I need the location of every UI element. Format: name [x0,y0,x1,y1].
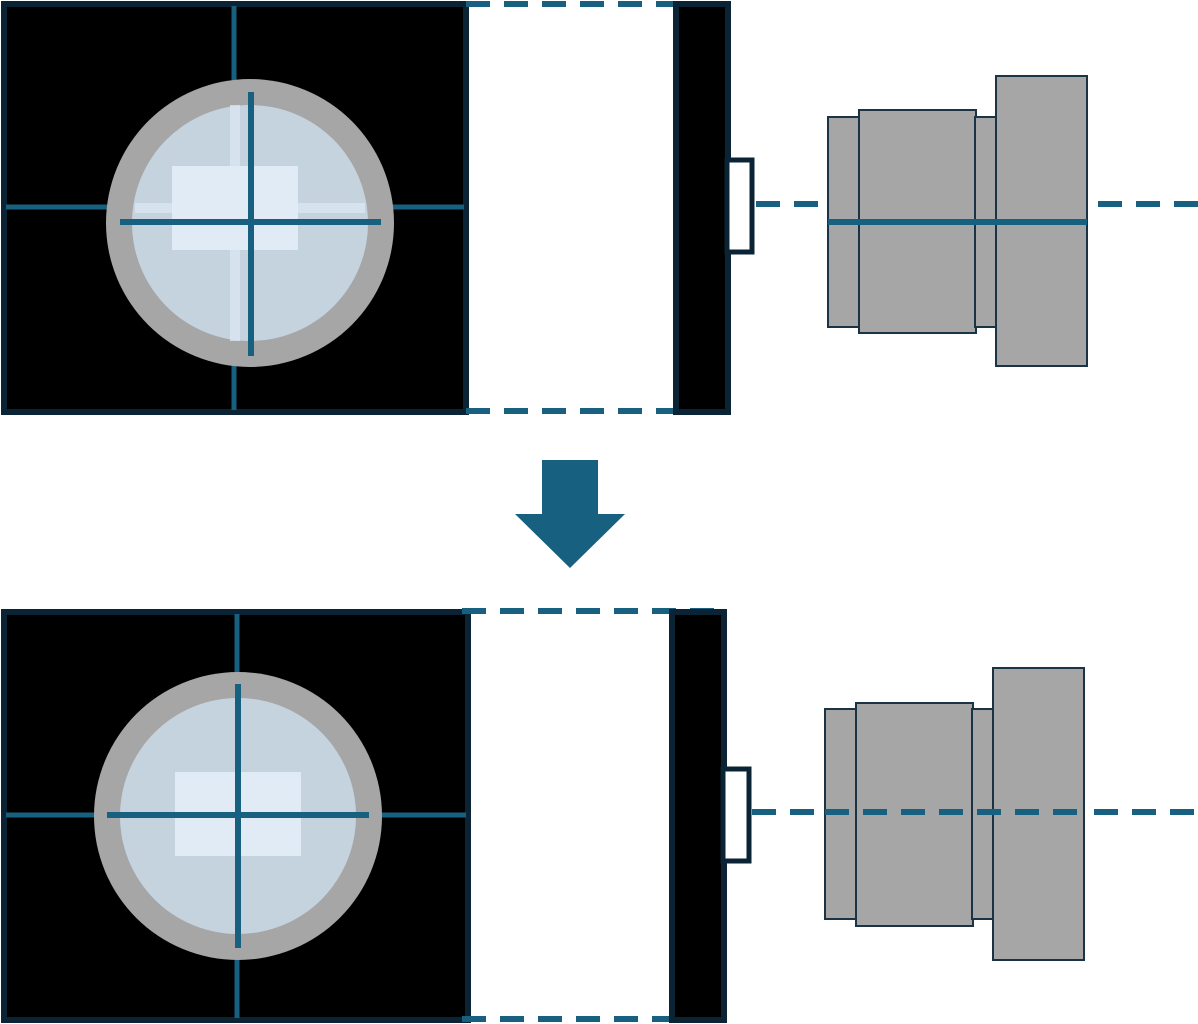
reflection-highlight [172,166,298,250]
target-mount [724,157,755,255]
panel-after [1,608,1198,1023]
panel-before [1,1,1198,415]
screen-side-view [673,1,731,415]
screen-side-view [669,609,727,1023]
down-arrow-icon [515,460,625,568]
target-mount [720,766,752,864]
